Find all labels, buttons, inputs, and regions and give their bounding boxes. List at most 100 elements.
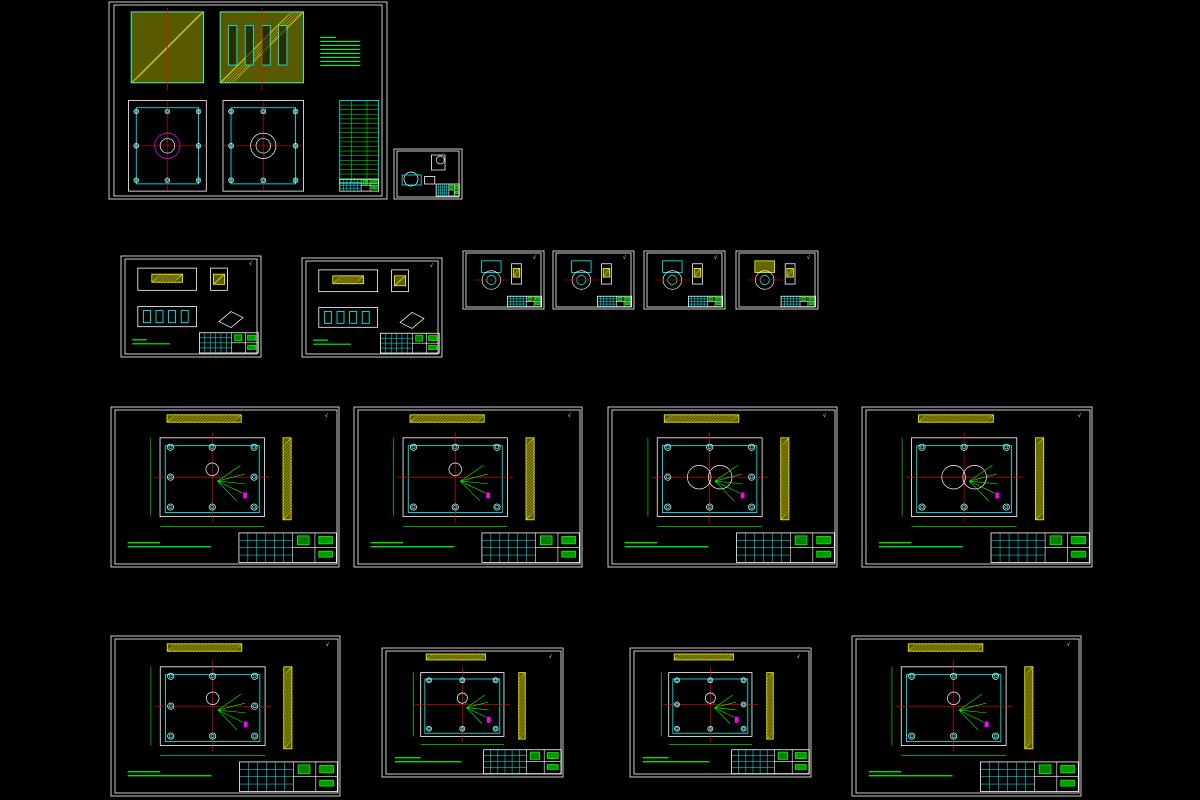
hatched-section: [212, 273, 225, 285]
bolt-hole-inner: [134, 109, 138, 113]
leader-line: [460, 480, 489, 485]
bolt-hole: [250, 503, 258, 511]
leader-line: [714, 707, 731, 724]
insert-pocket: [323, 311, 332, 324]
bolt-hole: [664, 443, 672, 451]
bolt-hole-inner: [261, 109, 265, 113]
sheet-border: [110, 635, 341, 797]
bolt-hole: [260, 108, 267, 115]
insert-pocket: [142, 310, 151, 324]
bolt-hole-inner: [134, 144, 138, 148]
title-block: [238, 532, 337, 563]
sheet-detail-2: √: [552, 250, 635, 310]
bolt-hole: [195, 143, 202, 149]
bolt-hole-inner: [168, 445, 173, 450]
bolt-hole: [250, 443, 258, 451]
bolt-hole-inner: [134, 178, 138, 182]
bolt-hole-inner: [427, 727, 431, 731]
title-block: [980, 761, 1079, 792]
hatched-section: [918, 414, 994, 423]
bolt-hole: [748, 473, 756, 481]
drawing-sheets: √√√√√√√√√√√√√√: [108, 1, 1093, 797]
leader-line: [958, 709, 979, 731]
leader-line: [217, 709, 246, 714]
bolt-hole-inner: [707, 445, 712, 450]
hatched-section: [512, 267, 521, 278]
bolt-hole-inner: [229, 178, 233, 182]
bolt-hole: [260, 177, 267, 184]
leader-line: [714, 480, 743, 485]
title-block: [736, 532, 835, 563]
leader-line: [217, 709, 244, 723]
sheet-part-small: [393, 148, 463, 200]
bolt-hole-inner: [252, 505, 256, 509]
hatched-section: [693, 267, 702, 278]
parts-list-table: [339, 100, 380, 184]
bolt-hole: [208, 503, 216, 511]
accent-mark: [486, 492, 490, 499]
part-side-view: [431, 154, 446, 171]
roughness-mark: √: [823, 413, 827, 419]
insert-pocket: [168, 310, 177, 324]
bolt-hole: [133, 108, 139, 115]
sheet-inner-border: [738, 252, 816, 308]
leader-line: [466, 694, 485, 708]
bolt-hole: [228, 108, 234, 115]
hatched-section: [409, 414, 485, 423]
technical-notes: [127, 542, 212, 548]
insert-side-view: [391, 269, 409, 293]
bolt-hole-inner: [951, 734, 956, 738]
roughness-mark: √: [325, 413, 329, 419]
leader-line: [460, 465, 484, 482]
bolt-hole-inner: [749, 505, 754, 509]
bolt-hole: [908, 732, 916, 740]
bolt-hole-inner: [460, 727, 464, 731]
leader-line: [714, 694, 733, 708]
sheet-border: [381, 647, 564, 778]
bolt-hole: [292, 143, 299, 149]
bolt-hole: [166, 443, 174, 451]
bolt-hole: [707, 725, 714, 732]
bolt-hole: [459, 725, 466, 732]
title-block: [379, 332, 440, 354]
bolt-hole: [992, 732, 1000, 740]
bolt-hole: [228, 143, 234, 149]
roughness-mark: √: [714, 255, 718, 261]
bolt-hole-inner: [495, 445, 499, 450]
bolt-hole-inner: [210, 674, 215, 679]
leader-line: [460, 480, 481, 502]
bolt-hole-inner: [665, 475, 670, 480]
bolt-hole: [1002, 443, 1010, 451]
bolt-hole-inner: [665, 445, 670, 450]
bolt-hole: [1002, 503, 1010, 511]
insert-pocket: [361, 311, 370, 324]
bolt-hole: [950, 732, 958, 740]
technical-notes: [127, 771, 212, 777]
bolt-hole-inner: [742, 678, 746, 682]
isometric-view: [218, 311, 244, 328]
insert-pocket: [336, 311, 345, 324]
sprue-bore: [704, 692, 716, 704]
leader-line: [714, 480, 741, 494]
leader-line: [217, 465, 241, 482]
bolt-hole-inner: [742, 727, 746, 731]
sheet-inner-border: [611, 409, 836, 565]
sheet-border: [393, 148, 463, 200]
insert-top-view: [318, 307, 378, 328]
sprue-bore: [456, 692, 468, 704]
core-pin: [261, 25, 271, 66]
bolt-hole: [209, 672, 217, 680]
accent-mark: [243, 492, 247, 499]
bolt-hole: [251, 732, 259, 740]
bolt-hole: [492, 725, 499, 732]
sheet-detail-1: √: [462, 250, 545, 310]
insert-pocket: [155, 310, 164, 324]
insert-pocket: [349, 311, 358, 324]
sheet-plate-6: √: [381, 647, 564, 778]
roughness-mark: √: [807, 255, 811, 261]
bolt-hole-inner: [495, 505, 499, 509]
bolt-hole: [167, 672, 175, 680]
sheet-border: [629, 647, 812, 778]
bolt-hole: [748, 443, 756, 451]
title-block: [239, 761, 338, 792]
